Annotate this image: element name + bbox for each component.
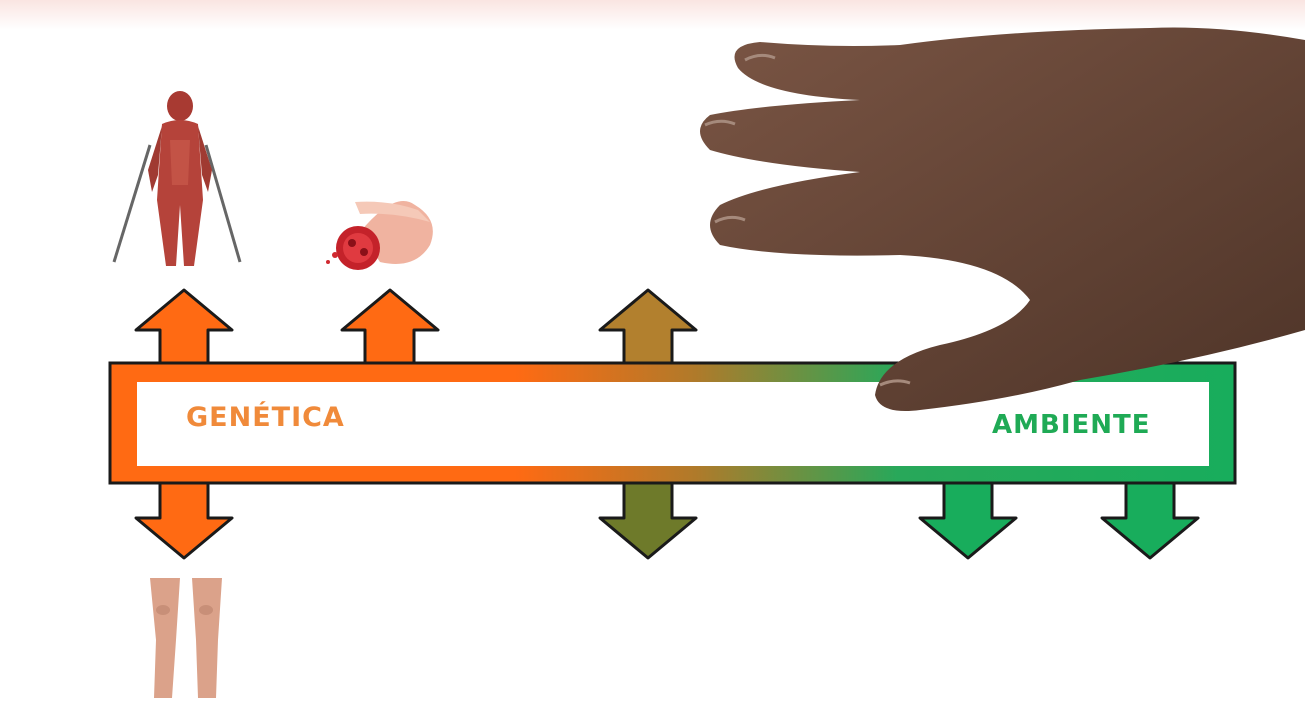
environment-label: AMBIENTE: [992, 410, 1151, 440]
top-fade: [0, 0, 1305, 30]
hand-icon: [700, 27, 1305, 411]
up-arrow-middle: [598, 288, 698, 370]
genetics-label: GENÉTICA: [186, 402, 345, 433]
up-arrow-genetics-2: [340, 288, 440, 370]
down-arrow-genetics: [134, 476, 234, 560]
muscular-figure-icon: [112, 91, 242, 266]
down-arrow-middle: [598, 476, 698, 560]
down-arrow-environment-1: [918, 476, 1018, 560]
genetics-environment-bar: [108, 361, 1237, 485]
up-arrow-genetics-1: [134, 288, 234, 370]
blood-vessel-icon: [326, 201, 433, 270]
down-arrow-environment-2: [1100, 476, 1200, 560]
legs-icon: [150, 578, 222, 698]
